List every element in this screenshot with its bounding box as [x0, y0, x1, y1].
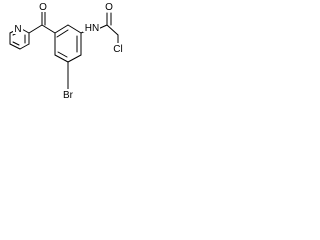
atom-label-amide-nh: HN [85, 23, 99, 34]
bond [67, 24, 82, 34]
atom-label-bromine: Br [63, 90, 74, 101]
structure-canvas: N O HN O Cl Br [0, 0, 130, 121]
bond [12, 41, 20, 46]
bond [9, 43, 21, 50]
bond [54, 24, 69, 34]
bond [56, 29, 69, 38]
atom-label-chlorine: Cl [113, 44, 122, 55]
bond [19, 43, 30, 50]
atom-label-ketone-oxygen: O [39, 2, 47, 13]
label-background [110, 43, 126, 54]
bond [54, 54, 69, 63]
bond [106, 24, 119, 36]
label-background [60, 89, 77, 100]
label-background [37, 1, 49, 12]
label-background [103, 1, 115, 12]
benzene-ring [54, 24, 82, 91]
bond [57, 51, 68, 58]
molecule-structure: N O HN O Cl Br [9, 1, 126, 101]
bond [28, 24, 43, 34]
atom-label-pyridine-nitrogen: N [14, 24, 21, 35]
label-background [13, 24, 23, 34]
ketone-group [41, 10, 56, 34]
pyridine-ring [9, 24, 43, 50]
bond [67, 54, 82, 63]
bond [41, 24, 56, 34]
atom-labels: N O HN O Cl Br [13, 1, 126, 101]
atom-label-amide-oxygen: O [105, 2, 113, 13]
label-background [83, 22, 100, 32]
